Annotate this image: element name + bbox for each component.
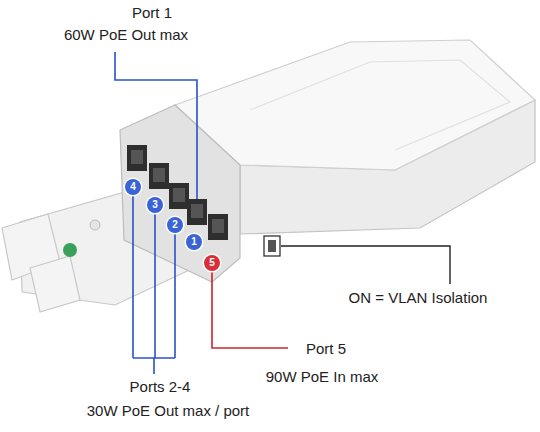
- callout-circle: 5: [204, 255, 220, 271]
- callout-label: 30W PoE Out max / port: [87, 402, 250, 420]
- callout-circle: 2: [167, 217, 183, 233]
- screw-hole: [90, 220, 100, 230]
- mounting-tab: [30, 256, 80, 312]
- ethernet-ports: [127, 145, 228, 240]
- leader-line: [132, 196, 134, 358]
- callout-label: Ports 2-4: [130, 378, 191, 396]
- callout-number: 5: [209, 258, 215, 268]
- callout-number: 4: [130, 182, 136, 192]
- leader-line: [115, 52, 197, 199]
- callout-label: ON = VLAN Isolation: [349, 289, 488, 307]
- housing-lid: [175, 40, 535, 170]
- callout-number: 2: [172, 220, 178, 230]
- callout-circle: 1: [186, 234, 202, 250]
- callout-circle: 3: [147, 197, 163, 213]
- callout-circle: 4: [125, 179, 141, 195]
- leader-line: [212, 272, 288, 348]
- dip-switch: [268, 240, 276, 252]
- leader-line: [281, 246, 450, 284]
- lid-seam: [250, 60, 510, 150]
- plate-sticker: [63, 243, 77, 257]
- callout-number: 1: [191, 237, 197, 247]
- port-face: [120, 105, 240, 282]
- switch-frame: [264, 236, 280, 256]
- leader-line: [174, 234, 176, 358]
- leader-line: [153, 358, 155, 374]
- leader-line: [154, 214, 156, 358]
- callout-label: Port 1: [132, 4, 172, 22]
- callout-number: 3: [152, 200, 158, 210]
- callout-label: 90W PoE In max: [266, 368, 379, 386]
- callout-label: 60W PoE Out max: [64, 26, 188, 44]
- callout-label: Port 5: [306, 340, 346, 358]
